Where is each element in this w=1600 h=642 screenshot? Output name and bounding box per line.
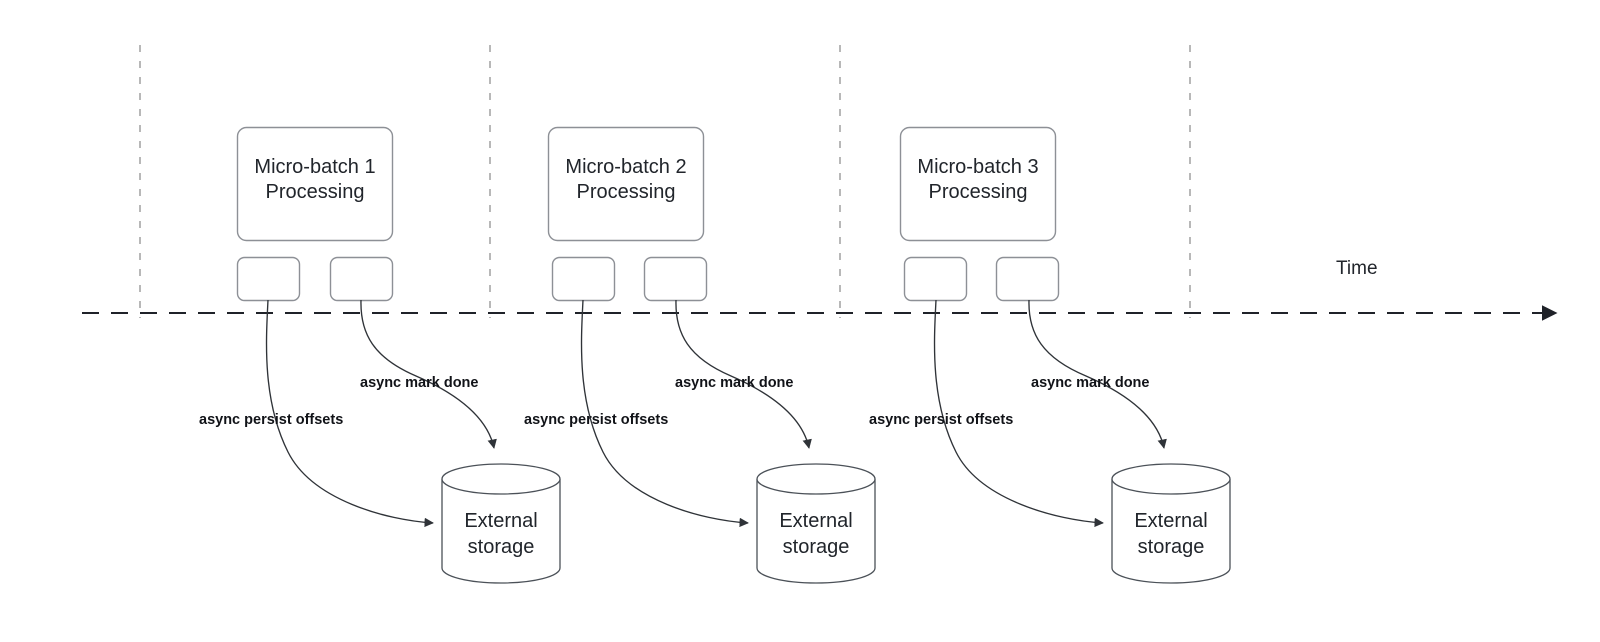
group-1: Micro-batch 1 Processing External storag… [199, 126, 561, 584]
time-axis-label: Time [1336, 258, 1378, 279]
external-storage-1-line2: storage [468, 536, 535, 558]
micro-batch-2-label-line1: Micro-batch 2 [565, 156, 686, 178]
edge-label-persist-offsets-2: async persist offsets [524, 412, 668, 428]
external-storage-3[interactable]: External storage [1111, 463, 1231, 584]
micro-batch-1-box[interactable] [236, 126, 394, 242]
task-box-1a[interactable] [236, 256, 301, 302]
micro-batch-3-box[interactable] [899, 126, 1057, 242]
edge-mark-done-2 [675, 299, 812, 449]
time-axis: Time [82, 258, 1558, 321]
storage-cylinder-body-1 [441, 479, 561, 584]
edge-label-mark-done-1: async mark done [360, 375, 478, 391]
external-storage-2[interactable]: External storage [756, 463, 876, 584]
task-box-3b[interactable] [995, 256, 1060, 302]
external-storage-2-line1: External [779, 510, 852, 532]
edge-mark-done-3 [1028, 299, 1167, 449]
task-box-2a[interactable] [551, 256, 616, 302]
edge-label-persist-offsets-1: async persist offsets [199, 412, 343, 428]
micro-batch-1-label-line1: Micro-batch 1 [254, 156, 375, 178]
group-3: Micro-batch 3 Processing External storag… [869, 126, 1231, 584]
micro-batch-2-label-line2: Processing [577, 181, 676, 203]
edge-label-mark-done-2: async mark done [675, 375, 793, 391]
edge-persist-offsets-1 [265, 299, 434, 528]
micro-batch-2-box[interactable] [547, 126, 705, 242]
edge-mark-done-1 [360, 299, 497, 449]
storage-cylinder-top-1 [441, 463, 561, 495]
edge-persist-offsets-2 [580, 299, 749, 528]
storage-cylinder-body-2 [756, 479, 876, 584]
storage-cylinder-top-2 [756, 463, 876, 495]
micro-batch-1-label-line2: Processing [266, 181, 365, 203]
micro-batch-3-label-line2: Processing [929, 181, 1028, 203]
divider-lines [139, 45, 1191, 318]
edge-persist-offsets-3 [933, 299, 1104, 528]
group-2: Micro-batch 2 Processing External storag… [524, 126, 876, 584]
task-box-2b[interactable] [643, 256, 708, 302]
task-box-1b[interactable] [329, 256, 394, 302]
micro-batch-3-label-line1: Micro-batch 3 [917, 156, 1038, 178]
storage-cylinder-top-3 [1111, 463, 1231, 495]
edge-label-mark-done-3: async mark done [1031, 375, 1149, 391]
edge-label-persist-offsets-3: async persist offsets [869, 412, 1013, 428]
external-storage-3-line1: External [1134, 510, 1207, 532]
external-storage-1-line1: External [464, 510, 537, 532]
storage-cylinder-body-3 [1111, 479, 1231, 584]
external-storage-2-line2: storage [783, 536, 850, 558]
external-storage-3-line2: storage [1138, 536, 1205, 558]
task-box-3a[interactable] [903, 256, 968, 302]
external-storage-1[interactable]: External storage [441, 463, 561, 584]
